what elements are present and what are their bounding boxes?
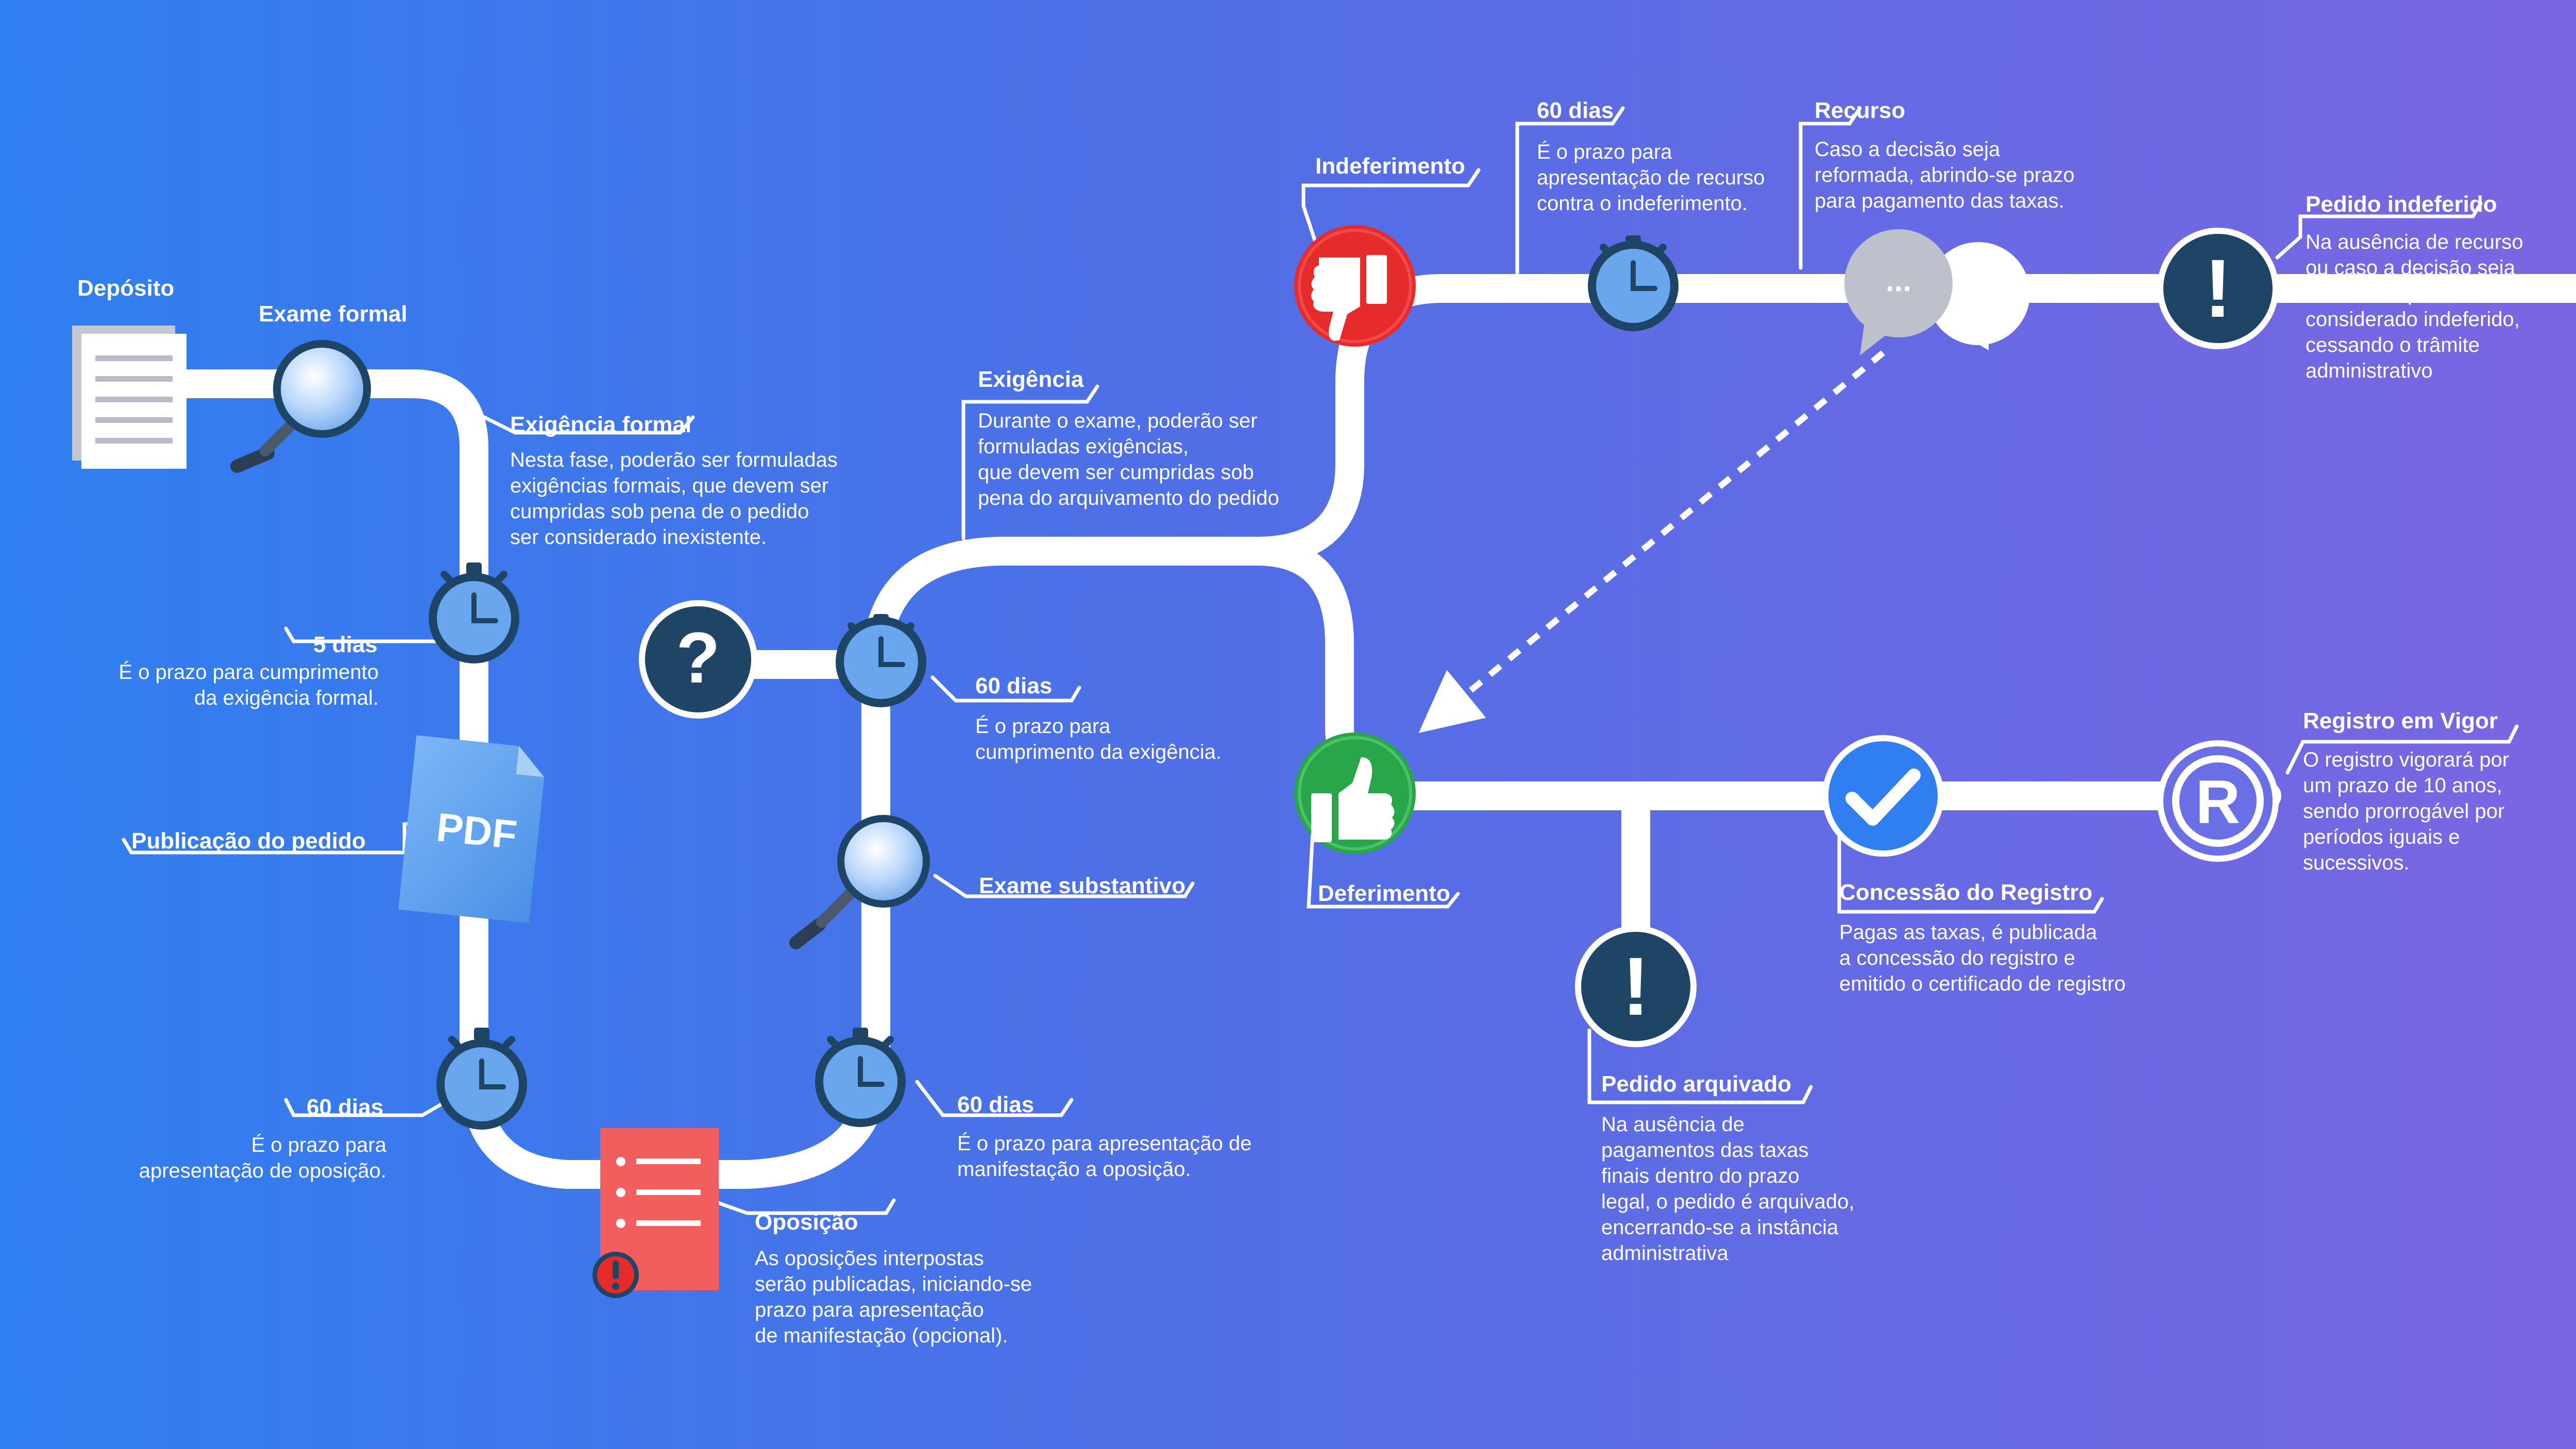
indeferimento-title: Indeferimento	[1315, 154, 1465, 179]
deferimento-title: Deferimento	[1318, 881, 1450, 906]
sessenta-oposicao-title: 60 dias	[307, 1095, 384, 1120]
pedido-indeferido-text: Na ausência de recurso ou caso a decisão…	[2306, 231, 2523, 382]
exigencia-formal-title: Exigência formal	[510, 412, 692, 437]
pedido-indeferido-title: Pedido indeferido	[2306, 192, 2497, 217]
exigencia-formal-text: Nesta fase, poderão ser formuladas exigê…	[510, 449, 838, 549]
clock-icon-60-dias-manifestacao	[815, 1028, 906, 1127]
recurso-to-deferimento-arrow	[1418, 350, 1885, 734]
sessenta-recurso-title: 60 dias	[1537, 98, 1614, 123]
sessenta-exigencia-text: É o prazo para cumprimento da exigência.	[975, 715, 1222, 763]
oposicao-text: As oposições interpostas serão publicada…	[755, 1247, 1032, 1347]
pdf-document-icon	[398, 735, 545, 924]
cinco-dias-text: É o prazo para cumprimento da exigência …	[118, 661, 379, 709]
exigencia-text: Durante o exame, poderão ser formuladas …	[978, 410, 1279, 509]
sessenta-manifestacao-title: 60 dias	[957, 1092, 1035, 1117]
exclamation-icon-arquivado	[1575, 926, 1697, 1047]
clock-icon-60-dias-recurso	[1588, 235, 1679, 331]
registered-icon	[2157, 740, 2279, 862]
exame-substantivo-title: Exame substantivo	[979, 873, 1186, 898]
exame-formal-title: Exame formal	[259, 301, 408, 327]
sessenta-recurso-text: É o prazo para apresentação de recurso c…	[1537, 141, 1765, 215]
exigencia-title: Exigência	[978, 367, 1084, 392]
recurso-title: Recurso	[1815, 98, 1906, 123]
registro-vigor-title: Registro em Vigor	[2303, 708, 2498, 734]
question-icon	[639, 600, 757, 719]
concessao-text: Pagas as taxas, é publicada a concessão …	[1839, 921, 2126, 995]
recurso-text: Caso a decisão seja reformada, abrindo-s…	[1815, 138, 2075, 212]
exclamation-glyph-indeferido: !	[2204, 242, 2231, 334]
sessenta-oposicao-text: É o prazo para apresentação de oposição.	[139, 1134, 386, 1182]
registro-vigor-text: O registro vigorará por um prazo de 10 a…	[2303, 748, 2510, 874]
pedido-arquivado-text: Na ausência de pagamentos das taxas fina…	[1601, 1113, 1855, 1265]
check-icon	[1822, 735, 1944, 857]
thumbs-up-icon	[1294, 732, 1416, 854]
question-glyph: ?	[676, 617, 720, 698]
clock-icon-60-dias-oposicao	[436, 1028, 527, 1130]
thumbs-down-icon	[1294, 225, 1416, 347]
document-icon	[72, 326, 187, 469]
speech-bubbles-icon	[1844, 229, 2030, 355]
registered-glyph: R	[2196, 768, 2241, 837]
magnifier-icon	[230, 340, 371, 473]
sessenta-exigencia-title: 60 dias	[975, 673, 1053, 698]
speech-dots-glyph: ...	[1886, 263, 1911, 298]
cinco-dias-title: 5 dias	[313, 632, 378, 657]
concessao-title: Concessão do Registro	[1839, 880, 2093, 905]
exclamation-glyph-arquivado: !	[1622, 940, 1649, 1032]
sessenta-manifestacao-text: É o prazo para apresentação de manifesta…	[957, 1132, 1252, 1181]
pedido-arquivado-title: Pedido arquivado	[1601, 1071, 1792, 1097]
deposito-title: Depósito	[77, 276, 175, 301]
clock-icon-60-dias-exigencia	[836, 614, 926, 707]
oposicao-title: Oposição	[755, 1209, 858, 1235]
publicacao-title: Publicação do pedido	[131, 828, 366, 854]
exclamation-icon-indeferido	[2157, 228, 2279, 349]
magnifier-icon-substantivo	[789, 815, 930, 949]
clock-icon-5-dias	[429, 562, 519, 663]
pdf-label: PDF	[434, 804, 519, 858]
warning-badge-icon	[592, 1252, 639, 1298]
